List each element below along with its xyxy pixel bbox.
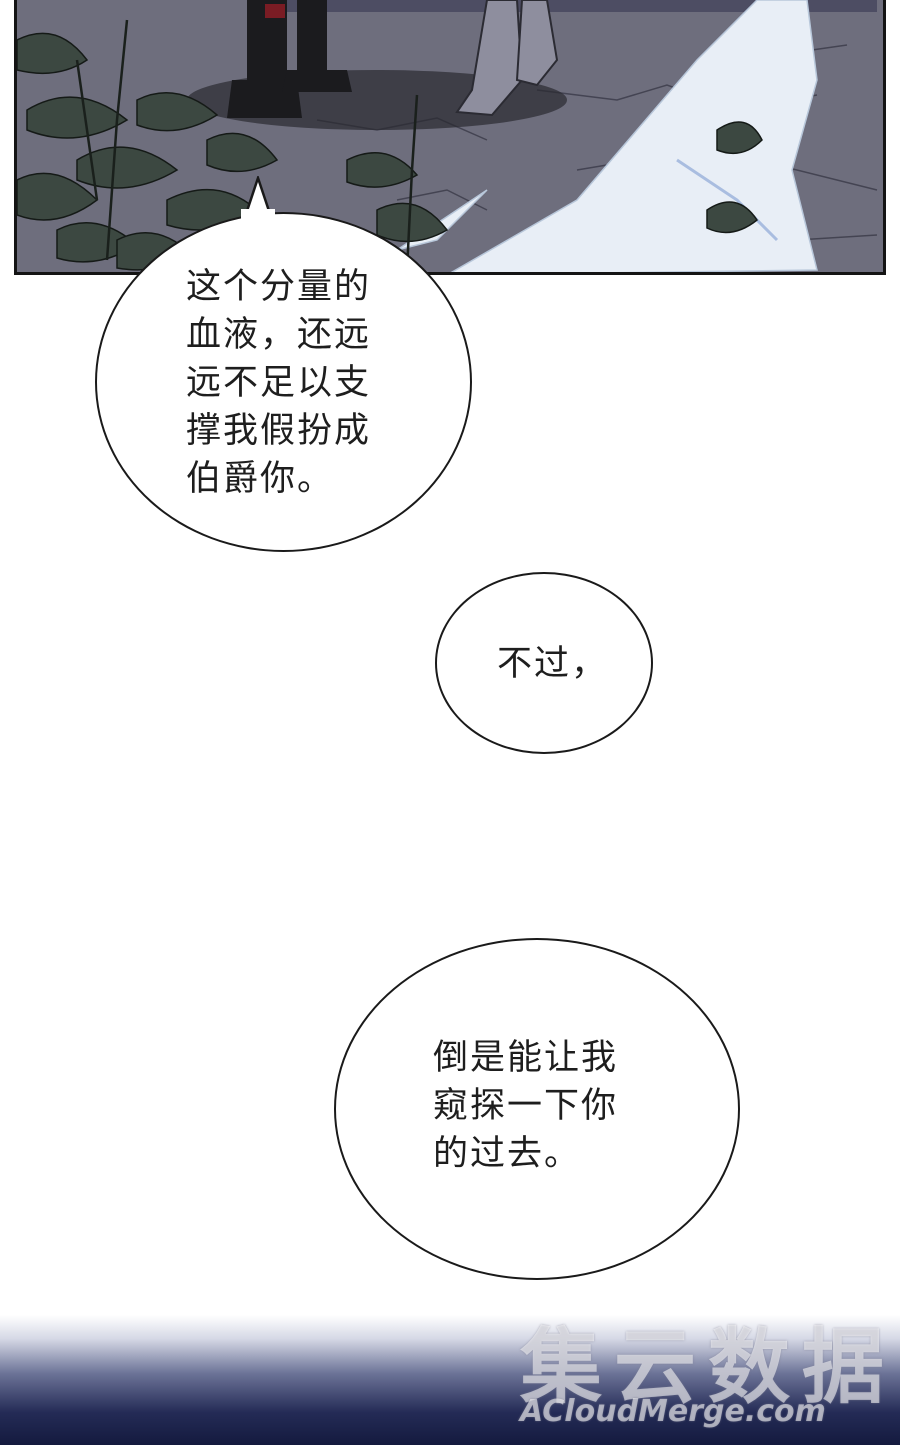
speech-bubble-tail-cover <box>241 209 275 221</box>
watermark-url: ACloudMerge.com <box>520 1394 826 1429</box>
speech-bubble-1-text: 这个分量的 血液，还远 远不足以支 撑我假扮成 伯爵你。 <box>186 267 372 499</box>
next-panel-sky <box>0 1315 900 1445</box>
speech-bubble-3-text: 倒是能让我 窥探一下你 的过去。 <box>433 1038 619 1174</box>
speech-bubble-2 <box>435 572 653 754</box>
speech-bubble-1 <box>95 212 472 552</box>
comic-panel-top <box>14 0 886 275</box>
speech-bubble-2-text: 不过， <box>497 644 609 684</box>
speech-bubble-3 <box>334 938 740 1280</box>
night-garden-illustration <box>17 0 883 272</box>
watermark-logo-text: 集云数据 <box>520 1320 897 1415</box>
